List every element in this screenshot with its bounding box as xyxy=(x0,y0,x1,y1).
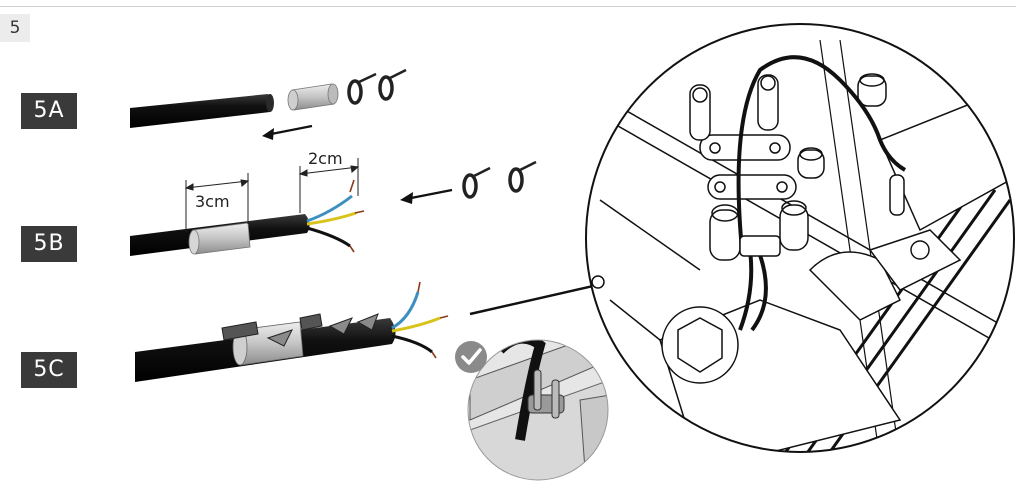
step-badge-5b: 5B xyxy=(21,226,77,262)
detail-clip xyxy=(739,235,781,257)
check-icon xyxy=(455,341,487,373)
cable-ties-5a xyxy=(347,68,407,105)
ties-5c xyxy=(221,313,379,347)
step-5b-illustration: 3cm 2cm xyxy=(130,149,537,256)
wires-5b xyxy=(306,179,365,253)
step-5a-illustration xyxy=(130,68,407,140)
wires-5c xyxy=(391,281,449,359)
cable-5a xyxy=(130,94,273,128)
cable-ties-5b xyxy=(462,160,537,199)
sleeve-5b xyxy=(188,222,251,255)
arrow-left-icon xyxy=(400,188,453,204)
arrow-left-icon xyxy=(262,124,313,140)
dimension-2cm xyxy=(298,158,360,213)
detail-circle-small xyxy=(467,339,609,481)
dimension-label-2cm: 2cm xyxy=(308,149,343,168)
step-badge-5a: 5A xyxy=(21,93,77,129)
detail-circle-large xyxy=(585,23,1015,453)
top-divider xyxy=(0,6,1016,7)
dimension-label-3cm: 3cm xyxy=(195,192,230,211)
detail-wires xyxy=(736,55,907,332)
dimension-3cm xyxy=(184,173,250,232)
sleeve-5a xyxy=(287,83,339,111)
step-badge-5c: 5C xyxy=(21,352,77,388)
page-number: 5 xyxy=(0,14,30,42)
